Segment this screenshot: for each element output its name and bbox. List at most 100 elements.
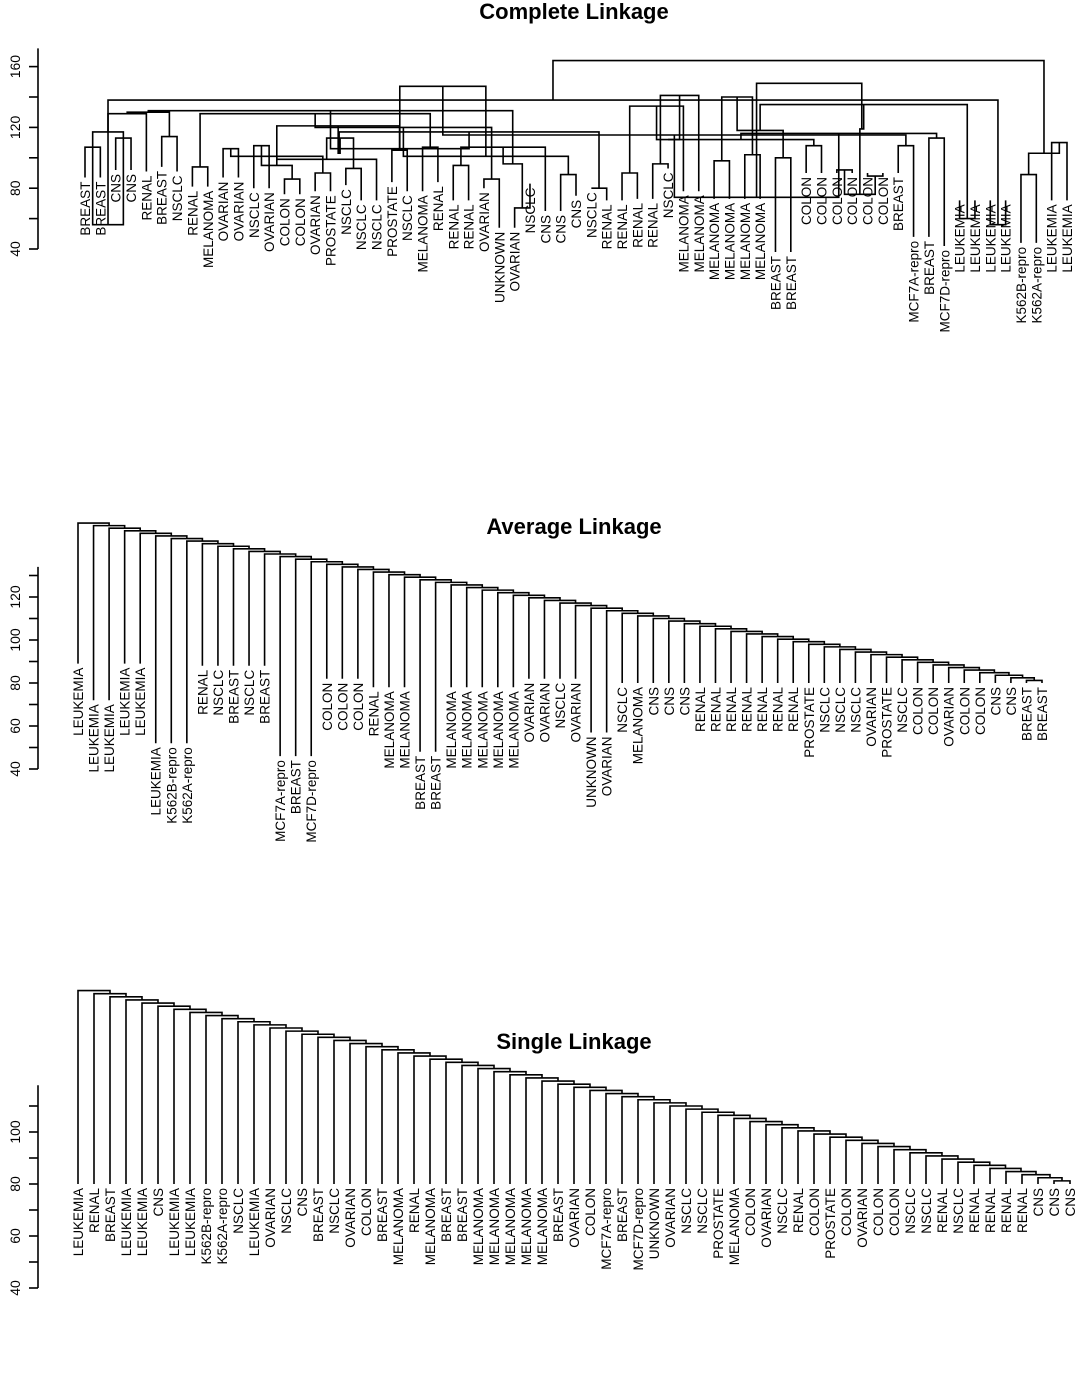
leaf-label: RENAL — [724, 687, 739, 733]
leaf-label: OVARIAN — [263, 1188, 278, 1248]
leaf-label: UNKNOWN — [492, 232, 507, 303]
leaf-label: RENAL — [935, 1188, 950, 1234]
dendrogram-link — [1021, 1173, 1051, 1184]
dendrogram-link — [668, 138, 815, 146]
leaf-label: K562A-repro — [1029, 247, 1044, 324]
leaf-label: K562B-repro — [199, 1188, 214, 1265]
leaf-label: BREAST — [289, 760, 304, 814]
leaf-label: RENAL — [646, 202, 661, 248]
leaf-label: OVARIAN — [477, 192, 492, 252]
leaf-label: MELANOMA — [398, 691, 413, 768]
dendrogram-link — [755, 82, 863, 198]
leaf-label: BREAST — [375, 1188, 390, 1242]
leaf-label: CNS — [662, 687, 677, 716]
leaf-label: RENAL — [139, 175, 154, 221]
leaf-label: RENAL — [630, 202, 645, 248]
leaf-label: BREAST — [784, 256, 799, 310]
leaf-label: NSCLC — [339, 189, 354, 235]
leaf-label: OVARIAN — [522, 683, 537, 743]
y-tick-label: 40 — [7, 241, 23, 257]
leaf-label: MELANOMA — [444, 691, 459, 768]
leaf-label: COLON — [351, 683, 366, 731]
leaf-label: NSCLC — [661, 172, 676, 218]
leaf-label: NSCLC — [242, 670, 257, 716]
leaf-label: NSCLC — [231, 1188, 246, 1234]
leaf-label: MELANOMA — [201, 191, 216, 268]
leaf-label: NSCLC — [327, 1188, 342, 1234]
leaf-label: BREAST — [311, 1188, 326, 1242]
leaf-label: PROSTATE — [324, 195, 339, 266]
dendrogram-link — [1005, 1170, 1037, 1184]
leaf-label: MCF7A-repro — [599, 1188, 614, 1270]
dendrogram-link — [805, 144, 823, 173]
leaf-label: LEUKEMIA — [1045, 204, 1060, 272]
leaf-label: LEUKEMIA — [102, 704, 117, 772]
leaf-label: MELANOMA — [487, 1188, 502, 1265]
leaf-label: MCF7D-repro — [937, 250, 952, 333]
leaf-label: MELANOMA — [676, 195, 691, 272]
leaf-label: CNS — [554, 215, 569, 244]
leaf-label: COLON — [335, 683, 350, 731]
leaf-label: NSCLC — [903, 1188, 918, 1234]
leaf-label: PROSTATE — [823, 1188, 838, 1259]
leaf-label: CNS — [1004, 687, 1019, 716]
leaf-label: CNS — [295, 1188, 310, 1217]
leaf-label: PROSTATE — [711, 1188, 726, 1259]
leaf-label: CNS — [569, 200, 584, 229]
leaf-label: RENAL — [446, 204, 461, 250]
leaf-label: NSCLC — [919, 1188, 934, 1234]
leaf-label: CNS — [124, 174, 139, 203]
leaf-label: BREAST — [258, 670, 273, 724]
leaf-label: BREAST — [1019, 687, 1034, 741]
leaf-label: BREAST — [922, 241, 937, 295]
leaf-label: NSCLC — [523, 187, 538, 233]
leaf-label: OVARIAN — [855, 1188, 870, 1248]
leaf-label: MELANOMA — [753, 203, 768, 280]
leaf-label: RENAL — [615, 204, 630, 250]
leaf-label: BREAST — [551, 1188, 566, 1242]
leaf-label: MELANOMA — [423, 1188, 438, 1265]
leaf-label: COLON — [845, 177, 860, 225]
leaf-label: NSCLC — [211, 670, 226, 716]
leaf-label: COLON — [830, 177, 845, 225]
leaf-label: OVARIAN — [864, 687, 879, 747]
leaf-label: BREAST — [413, 756, 428, 810]
leaf-label: MCF7A-repro — [907, 241, 922, 323]
dendrogram-link — [743, 153, 761, 199]
leaf-label: BREAST — [439, 1188, 454, 1242]
leaf-label: CNS — [1031, 1188, 1046, 1217]
leaf-label: LEUKEMIA — [983, 204, 998, 272]
leaf-label: BREAST — [429, 756, 444, 810]
leaf-label: BREAST — [891, 177, 906, 231]
leaf-label: BREAST — [155, 171, 170, 225]
y-tick-label: 100 — [7, 628, 23, 652]
leaf-label: RENAL — [771, 687, 786, 733]
leaf-label: OVARIAN — [942, 687, 957, 747]
leaf-label: COLON — [807, 1188, 822, 1236]
leaf-label: RENAL — [708, 687, 723, 733]
y-tick-label: 80 — [7, 1176, 23, 1192]
leaf-label: NSCLC — [370, 204, 385, 250]
leaf-label: RENAL — [87, 1188, 102, 1234]
y-tick-label: 80 — [7, 180, 23, 196]
leaf-label: LEUKEMIA — [133, 668, 148, 736]
leaf-label: MELANOMA — [503, 1188, 518, 1265]
leaf-label: OVARIAN — [537, 683, 552, 743]
leaf-label: MELANOMA — [471, 1188, 486, 1265]
leaf-label: CNS — [109, 174, 124, 203]
leaf-label: OVARIAN — [600, 736, 615, 796]
leaf-label: MELANOMA — [519, 1188, 534, 1265]
leaf-label: RENAL — [791, 1188, 806, 1234]
leaf-label: RENAL — [407, 1188, 422, 1234]
leaf-label: NSCLC — [170, 175, 185, 221]
leaf-label: LEUKEMIA — [149, 747, 164, 815]
y-tick-label: 100 — [7, 1120, 23, 1144]
leaf-label: NSCLC — [951, 1188, 966, 1234]
leaf-label: MELANOMA — [727, 1188, 742, 1265]
dendrogram-link — [77, 989, 111, 1184]
leaf-label: BREAST — [615, 1188, 630, 1242]
dendrogram-link — [774, 157, 792, 253]
leaf-label: RENAL — [185, 190, 200, 236]
leaf-label: COLON — [911, 687, 926, 735]
